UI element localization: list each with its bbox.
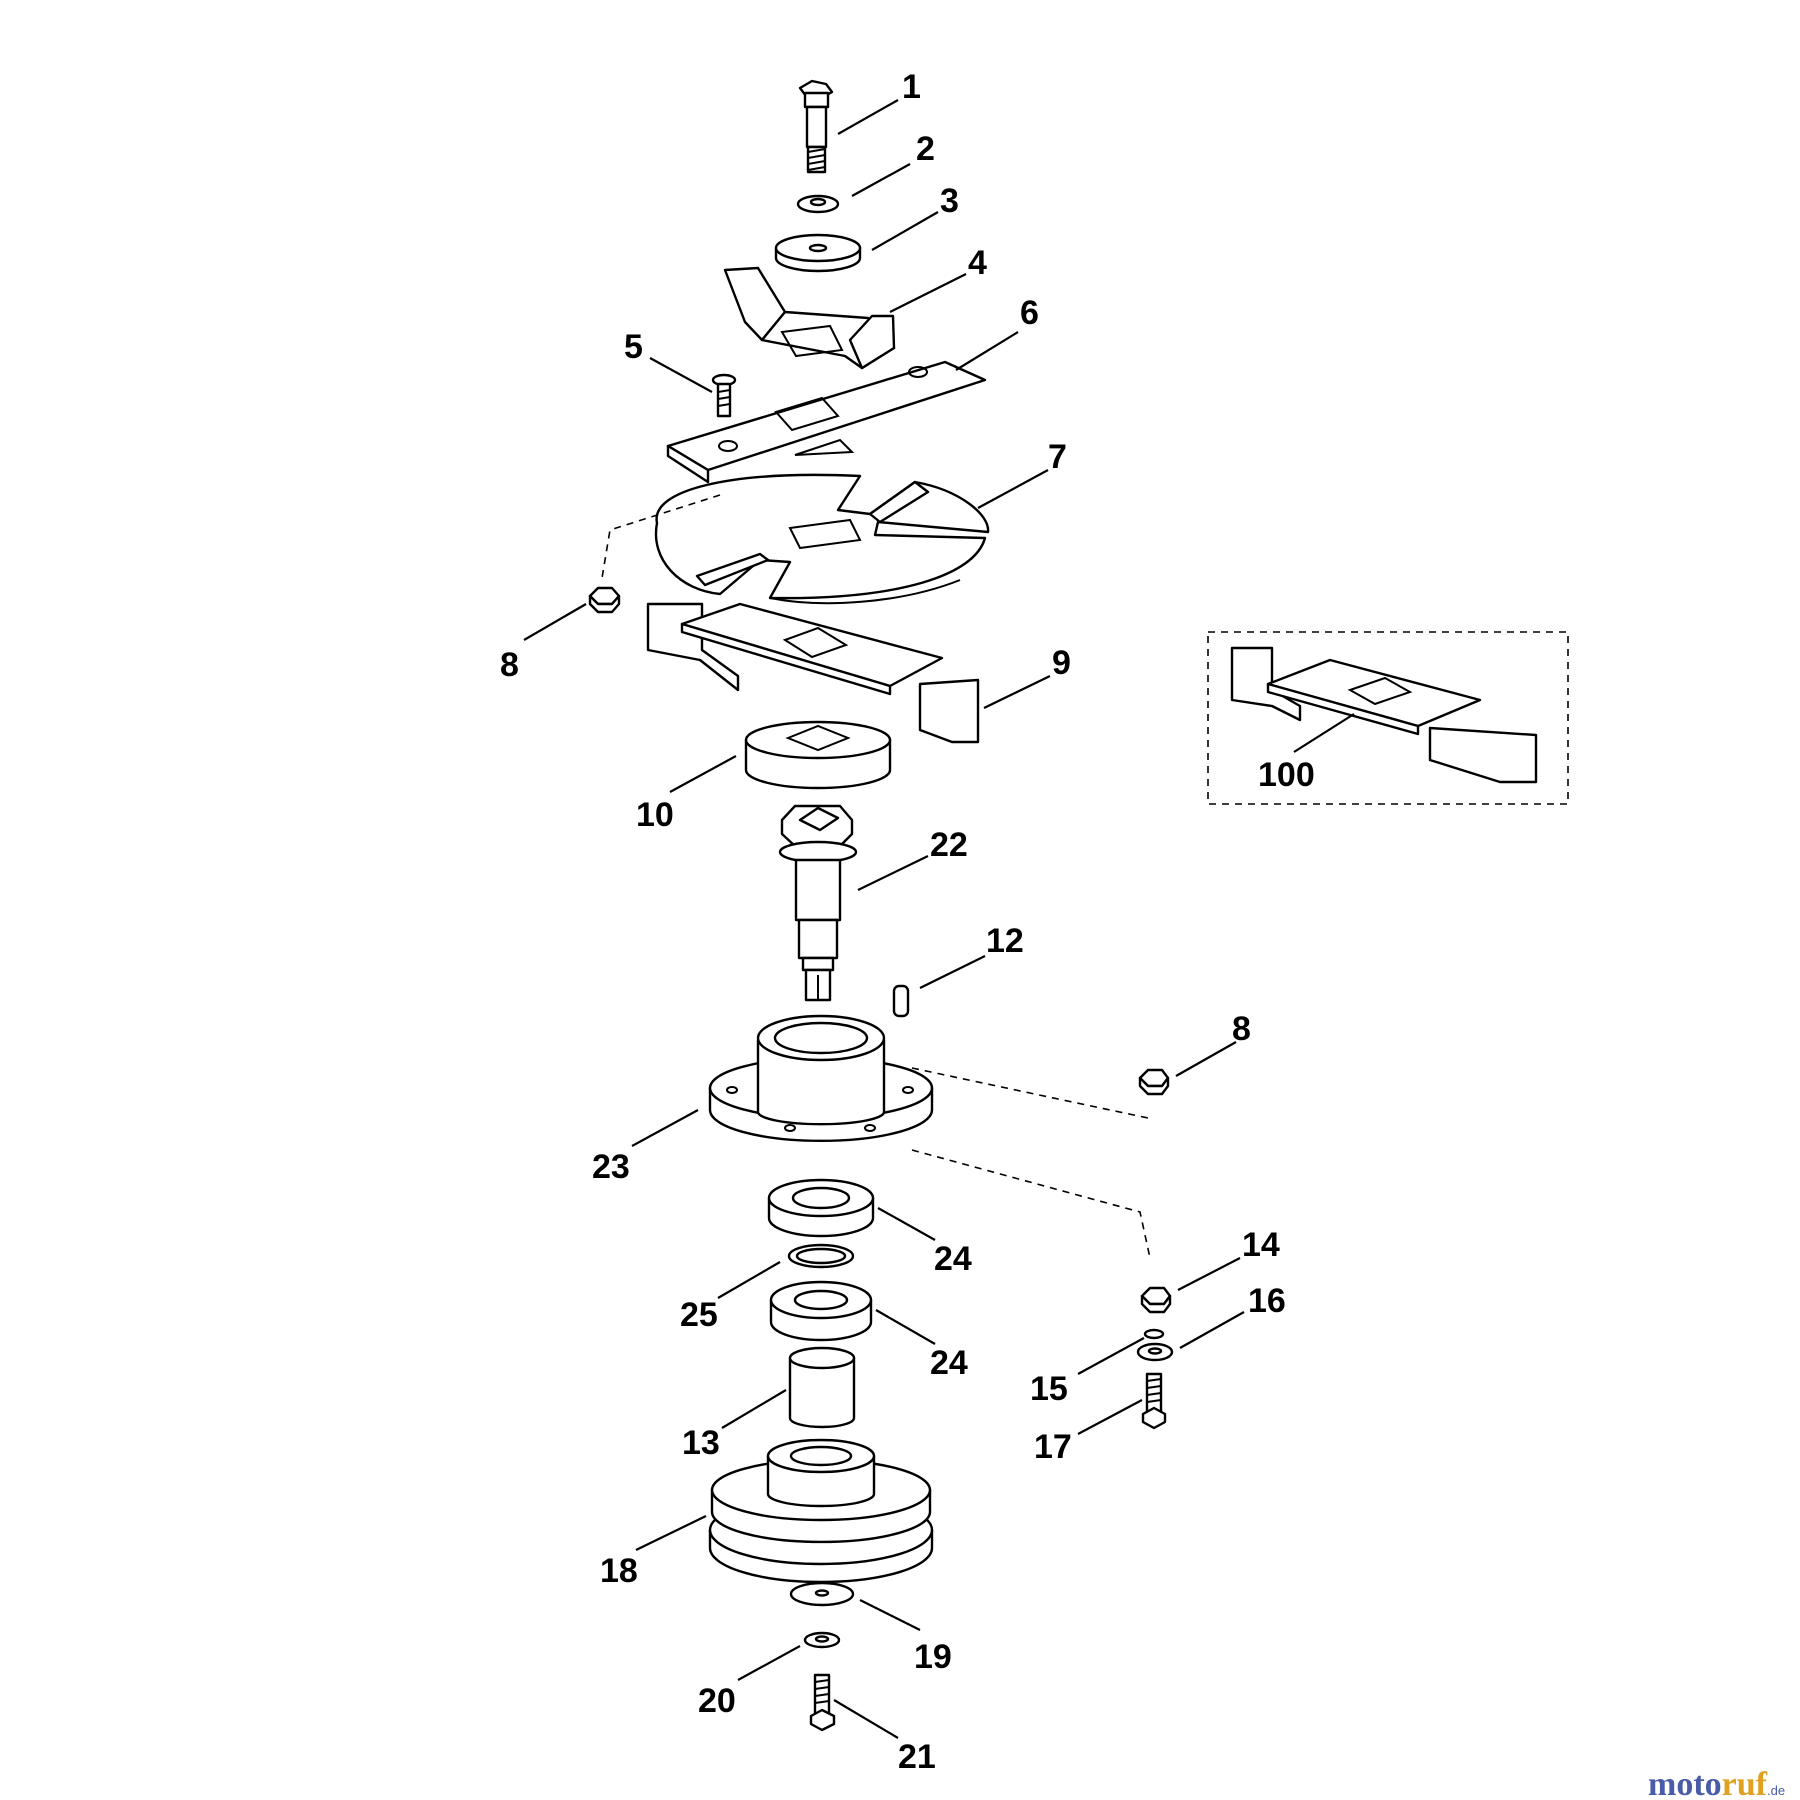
- label-1: 1: [902, 68, 921, 106]
- blade-adapter-icon: [744, 720, 892, 790]
- label-9: 9: [1052, 644, 1071, 682]
- label-16: 16: [1248, 1282, 1286, 1320]
- bolt-icon: [1141, 1372, 1167, 1430]
- label-6: 6: [1020, 294, 1039, 332]
- spindle-shaft-icon: [778, 804, 858, 1002]
- label-100: 100: [1258, 756, 1315, 794]
- label-2: 2: [916, 130, 935, 168]
- label-15: 15: [1030, 1370, 1068, 1408]
- nut-icon: [1138, 1068, 1170, 1096]
- label-17: 17: [1034, 1428, 1072, 1466]
- cutting-disc-icon: [654, 473, 990, 605]
- label-24-lower: 24: [930, 1344, 968, 1382]
- label-8-lower: 8: [1232, 1010, 1251, 1048]
- lock-washer-icon: [796, 194, 840, 214]
- label-5: 5: [624, 328, 643, 366]
- lower-blade-icon: [646, 602, 980, 744]
- watermark-part1: moto: [1648, 1766, 1722, 1800]
- watermark-part2: ruf: [1722, 1766, 1768, 1800]
- label-21: 21: [898, 1738, 936, 1776]
- leader-lines: [523, 99, 1355, 1739]
- nut-icon: [588, 586, 621, 614]
- spacer-sleeve-icon: [788, 1346, 856, 1429]
- label-13: 13: [682, 1424, 720, 1462]
- label-23: 23: [592, 1148, 630, 1186]
- label-22: 22: [930, 826, 968, 864]
- label-12: 12: [986, 922, 1024, 960]
- watermark-logo: motoruf.de: [1648, 1766, 1785, 1800]
- svg-text:motoruf.de: motoruf.de: [1648, 1766, 1785, 1800]
- ball-bearing-icon: [767, 1178, 875, 1238]
- label-25: 25: [680, 1296, 718, 1334]
- label-18: 18: [600, 1552, 638, 1590]
- bolt-icon: [798, 79, 834, 174]
- label-3: 3: [940, 182, 959, 220]
- washer-icon: [1136, 1342, 1174, 1362]
- label-24-upper: 24: [934, 1240, 972, 1278]
- washer-icon: [789, 1581, 855, 1607]
- upper-blade-icon: [666, 360, 987, 484]
- label-8-upper: 8: [500, 646, 519, 684]
- lock-washer-icon: [803, 1631, 841, 1649]
- screw-icon: [711, 373, 737, 418]
- label-4: 4: [968, 244, 987, 282]
- nut-icon: [1140, 1286, 1172, 1314]
- key-icon: [892, 984, 910, 1018]
- label-19: 19: [914, 1638, 952, 1676]
- snap-ring-icon: [787, 1243, 855, 1269]
- spindle-housing-icon: [708, 1014, 934, 1143]
- blade-assembly-icon: [1207, 631, 1569, 805]
- lifter-bracket-icon: [723, 266, 896, 370]
- blade-washer-icon: [774, 233, 862, 273]
- label-7: 7: [1048, 438, 1067, 476]
- small-washer-icon: [1143, 1328, 1165, 1340]
- label-14: 14: [1242, 1226, 1280, 1264]
- pulley-icon: [708, 1438, 934, 1584]
- callout-labels: 1 2 3 4 5 6 7 8 9 10 22 12 8 23 24 25 24…: [500, 68, 1315, 1776]
- ball-bearing-icon: [769, 1280, 873, 1342]
- label-10: 10: [636, 796, 674, 834]
- watermark-part3: .de: [1767, 1783, 1785, 1798]
- label-20: 20: [698, 1682, 736, 1720]
- bolt-icon: [809, 1673, 836, 1732]
